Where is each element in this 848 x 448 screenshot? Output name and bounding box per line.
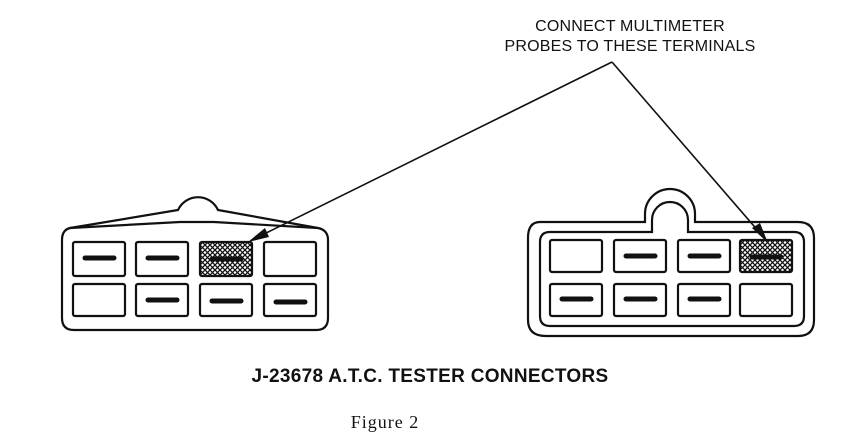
right-connector-housing xyxy=(526,187,816,338)
right-connector xyxy=(526,187,816,338)
left-terminal-blades xyxy=(82,255,308,305)
left-connector xyxy=(60,196,330,332)
right-terminal-3 xyxy=(676,238,732,274)
left-connector-housing xyxy=(60,196,330,332)
callout-line-1: CONNECT MULTIMETER xyxy=(535,18,725,35)
left-terminal-6 xyxy=(134,282,190,318)
arrowhead-right xyxy=(752,223,768,243)
left-terminal-1 xyxy=(71,240,127,278)
left-terminal-2 xyxy=(134,240,190,278)
right-terminal-8 xyxy=(738,282,794,318)
left-terminal-4 xyxy=(262,240,318,278)
right-terminal-1 xyxy=(548,238,604,274)
right-connector-inner-frame xyxy=(538,200,806,328)
leader-line-right xyxy=(611,61,767,241)
right-terminal-blades xyxy=(559,253,784,302)
leader-arrowheads xyxy=(248,223,768,243)
diagram-caption: J-23678 A.T.C. TESTER CONNECTORS xyxy=(251,366,609,387)
left-terminal-8 xyxy=(262,282,318,318)
right-terminal-7 xyxy=(676,282,732,318)
right-terminal-2 xyxy=(612,238,668,274)
probe-callout: CONNECT MULTIMETER PROBES TO THESE TERMI… xyxy=(460,17,800,57)
leader-line-left xyxy=(251,61,613,241)
left-connector-collar xyxy=(69,220,319,230)
arrowhead-left xyxy=(248,228,269,242)
right-terminal-6 xyxy=(612,282,668,318)
callout-line-2: PROBES TO THESE TERMINALS xyxy=(504,38,756,55)
callout-leader-lines xyxy=(251,61,767,241)
figure-label: Figure 2 xyxy=(350,412,420,432)
right-terminal-5 xyxy=(548,282,604,318)
left-terminal-7 xyxy=(198,282,254,318)
left-terminal-5 xyxy=(71,282,127,318)
